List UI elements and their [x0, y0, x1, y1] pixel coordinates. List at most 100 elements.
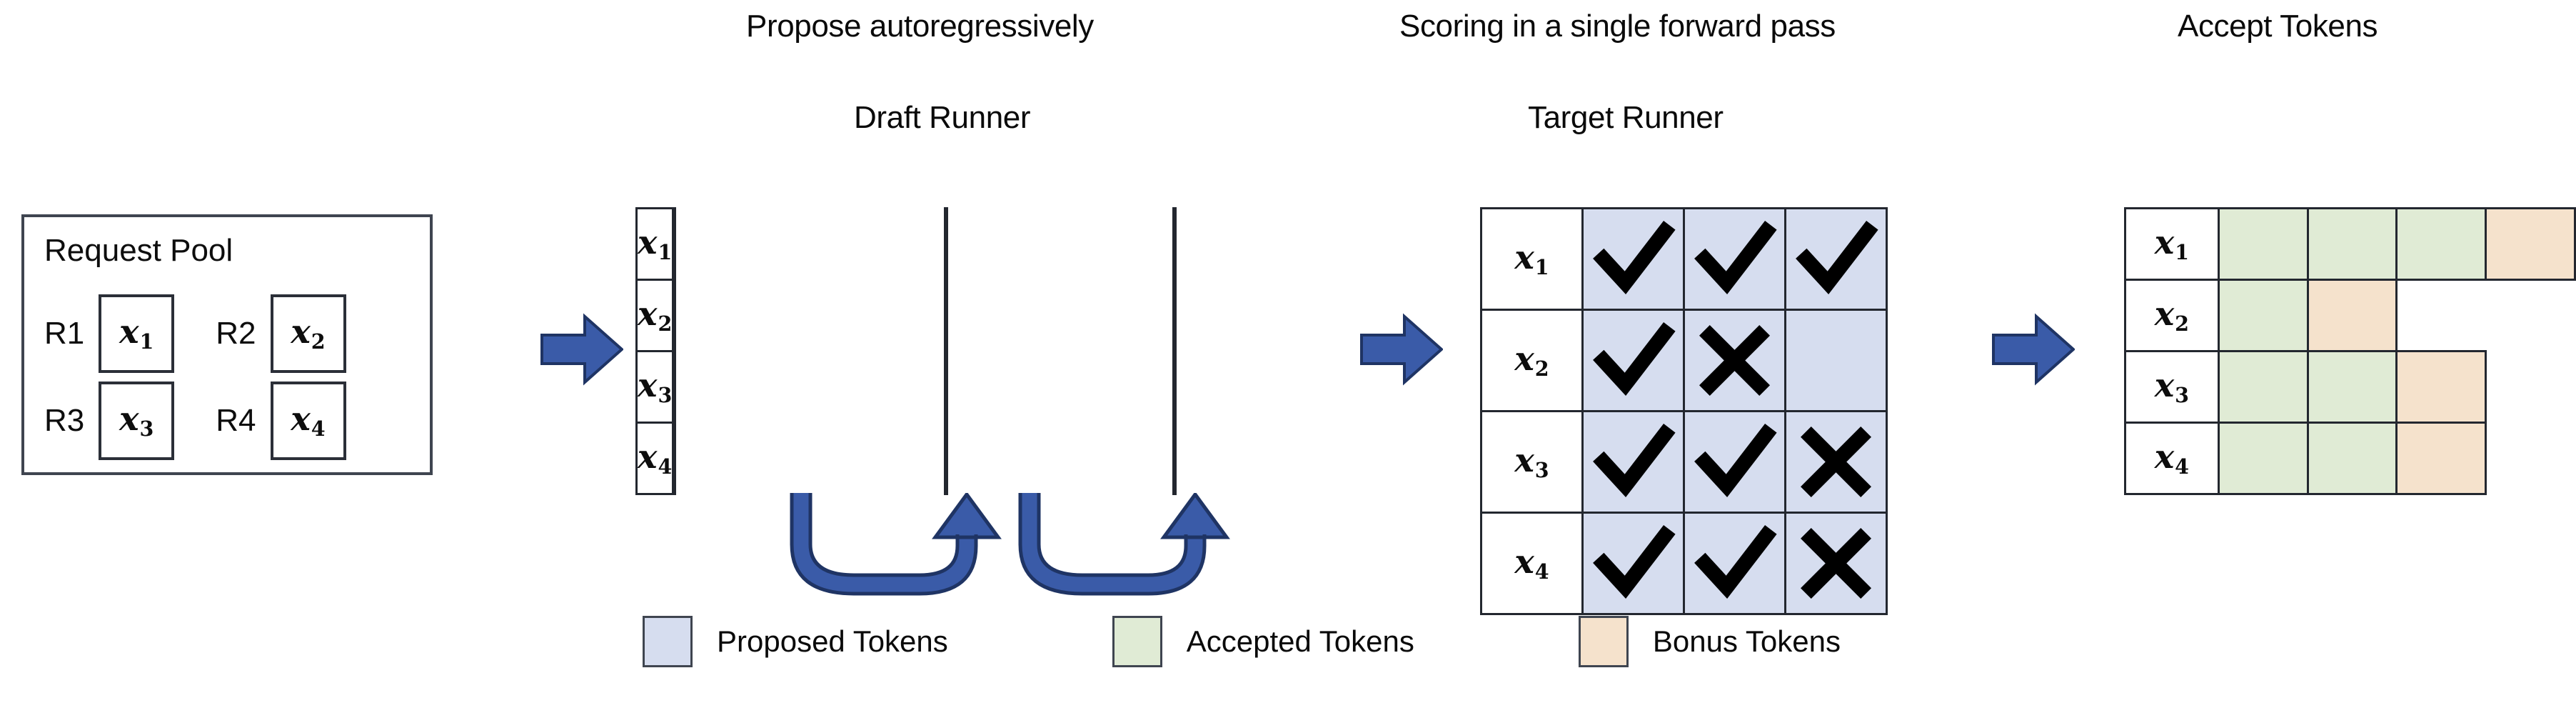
request-token-box-r1[interactable]: x1: [99, 294, 175, 373]
accept-cell-x1-c1[interactable]: [2217, 207, 2309, 281]
target-cell-x1-c2[interactable]: [1683, 207, 1786, 311]
cross-icon: [1786, 412, 1886, 512]
u-turn-arrow-icon: [790, 491, 1002, 596]
accept-tokens-grid: x1 x2 x3: [2124, 207, 2576, 495]
request-entry-r2[interactable]: R2 x2: [216, 294, 346, 373]
target-cell-x4-c1[interactable]: [1581, 512, 1685, 615]
accept-row-label-x3: x3: [2124, 350, 2220, 424]
accept-cell-x1-c3[interactable]: [2395, 207, 2487, 281]
token-glyph-x1: x1: [638, 222, 673, 264]
draft-cell-r4-c3[interactable]: [1172, 422, 1177, 495]
stage-arrow-pool-to-draft: [540, 312, 625, 387]
draft-cell-r1-c2[interactable]: [944, 207, 948, 281]
draft-cell-r4-c1[interactable]: [672, 422, 677, 495]
request-entry-r1[interactable]: R1 x1: [44, 294, 175, 373]
title-target-runner: Target Runner: [1528, 100, 1724, 135]
draft-column-3: [1172, 207, 1177, 495]
request-token-box-r4[interactable]: x4: [270, 382, 346, 460]
target-cell-x3-c1[interactable]: [1581, 410, 1685, 514]
draft-cell-r2-c2[interactable]: [944, 279, 948, 352]
accept-cell-x4-c2[interactable]: [2306, 422, 2398, 495]
check-icon: [1786, 209, 1886, 309]
draft-cell-r2-c3[interactable]: [1172, 279, 1177, 352]
request-pool-row-1: R1 x1 R2 x2: [44, 294, 346, 373]
token-glyph-x1: x1: [119, 312, 154, 354]
loop-arrow-col1-to-col2: [780, 491, 1022, 607]
target-cell-x2-c2[interactable]: [1683, 309, 1786, 412]
request-token-box-r2[interactable]: x2: [270, 294, 346, 373]
accept-cell-x4-c3-bonus[interactable]: [2395, 422, 2487, 495]
draft-cell-r2-c1[interactable]: [672, 279, 677, 352]
cross-icon: [1786, 514, 1886, 613]
request-id-r2: R2: [216, 316, 256, 351]
token-glyph-x1: x1: [2154, 222, 2190, 264]
loop-arrow-col2-to-col3: [1008, 491, 1251, 607]
draft-row-2: x2: [635, 279, 677, 352]
draft-cell-r1-c3[interactable]: [1172, 207, 1177, 281]
request-token-box-r3[interactable]: x3: [99, 382, 175, 460]
accept-row-label-x4: x4: [2124, 422, 2220, 495]
check-icon: [1584, 311, 1683, 410]
request-entry-r4[interactable]: R4 x4: [216, 382, 346, 460]
draft-row-label-x2: x2: [635, 279, 675, 352]
legend-item-proposed: Proposed Tokens: [643, 616, 948, 667]
title-accept-tokens: Accept Tokens: [2178, 9, 2378, 44]
accept-cell-x1-c2[interactable]: [2306, 207, 2398, 281]
accept-cell-x3-c4-empty: [2485, 351, 2575, 423]
accept-cell-x2-c2-bonus[interactable]: [2306, 279, 2398, 352]
target-cell-x1-c3[interactable]: [1784, 207, 1888, 311]
accept-row-x3: x3: [2124, 350, 2575, 424]
legend-item-accepted: Accepted Tokens: [1112, 616, 1414, 667]
target-runner-grid: x1: [1480, 207, 1888, 615]
check-icon: [1584, 514, 1683, 613]
draft-row-4: [944, 422, 948, 495]
token-glyph-x2: x2: [2154, 294, 2190, 336]
accept-cell-x1-c4-bonus[interactable]: [2485, 207, 2576, 281]
accept-row-x1: x1: [2124, 207, 2576, 281]
target-row-x1: x1: [1480, 207, 1888, 311]
stage-arrow-target-to-accept: [1992, 312, 2076, 387]
draft-cell-r1-c1[interactable]: [672, 207, 677, 281]
token-glyph-x4: x4: [1514, 542, 1549, 584]
request-pool-panel: Request Pool R1 x1 R2 x2 R3 x3: [21, 214, 433, 475]
draft-row-1: [944, 207, 948, 281]
draft-row-label-x3: x3: [635, 350, 675, 424]
target-row-x4: x4: [1480, 512, 1888, 615]
accept-cell-x2-c4-empty: [2485, 279, 2575, 352]
accept-cell-x4-c4-empty: [2485, 422, 2575, 494]
accept-cell-x3-c2[interactable]: [2306, 350, 2398, 424]
accept-cell-x4-c1[interactable]: [2217, 422, 2309, 495]
accept-cell-x3-c3-bonus[interactable]: [2395, 350, 2487, 424]
target-row-label-x2: x2: [1480, 309, 1584, 412]
accept-cell-x3-c1[interactable]: [2217, 350, 2309, 424]
target-cell-x3-c3[interactable]: [1784, 410, 1888, 514]
token-glyph-x3: x3: [2154, 365, 2190, 407]
draft-cell-r4-c2[interactable]: [944, 422, 948, 495]
target-cell-x2-c1[interactable]: [1581, 309, 1685, 412]
draft-row-3: x3: [635, 350, 677, 424]
target-cell-x2-c3[interactable]: [1784, 309, 1888, 412]
cross-icon: [1685, 311, 1784, 410]
draft-cell-r3-c1[interactable]: [672, 350, 677, 424]
target-row-x3: x3: [1480, 410, 1888, 514]
request-entry-r3[interactable]: R3 x3: [44, 382, 175, 460]
target-cell-x1-c1[interactable]: [1581, 207, 1685, 311]
token-glyph-x3: x3: [119, 399, 154, 442]
right-block-arrow-icon: [540, 313, 625, 386]
draft-row-label-x1: x1: [635, 207, 675, 281]
target-cell-x4-c2[interactable]: [1683, 512, 1786, 615]
accept-cell-x2-c1[interactable]: [2217, 279, 2309, 352]
u-turn-arrow-icon: [1018, 491, 1230, 596]
target-cell-x3-c2[interactable]: [1683, 410, 1786, 514]
title-propose-autoregressively: Propose autoregressively: [746, 9, 1094, 44]
draft-row-2: [944, 279, 948, 352]
draft-cell-r3-c2[interactable]: [944, 350, 948, 424]
request-pool-row-2: R3 x3 R4 x4: [44, 382, 346, 460]
draft-cell-r3-c3[interactable]: [1172, 350, 1177, 424]
draft-row-4: x4: [635, 422, 677, 495]
legend-label-bonus: Bonus Tokens: [1652, 624, 1841, 658]
title-scoring-forward-pass: Scoring in a single forward pass: [1399, 9, 1836, 44]
token-glyph-x1: x1: [1514, 237, 1549, 279]
target-cell-x4-c3[interactable]: [1784, 512, 1888, 615]
